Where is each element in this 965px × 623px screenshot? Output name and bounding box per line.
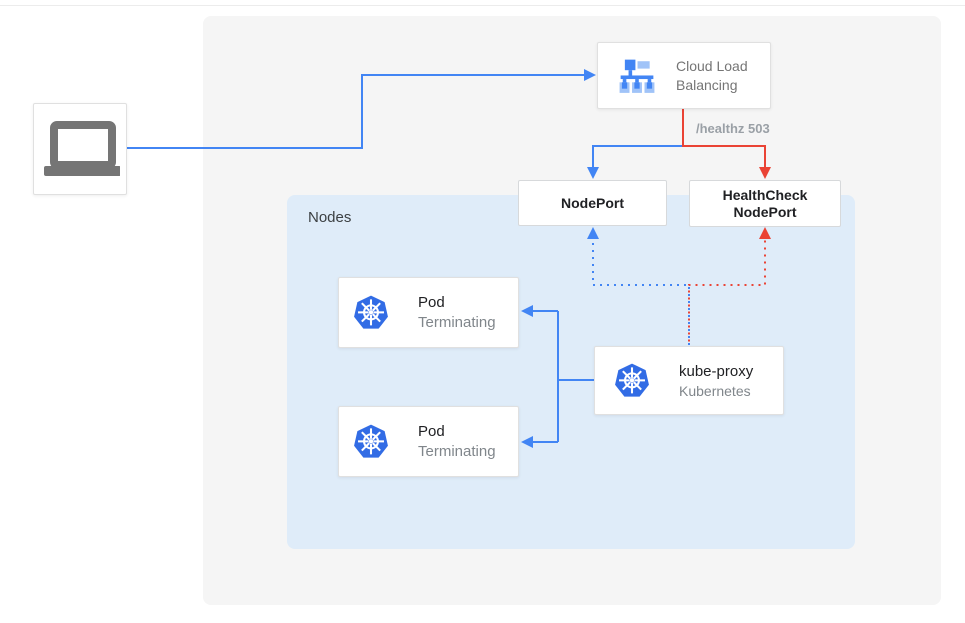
cloud-load-balancing-node: Cloud Load Balancing bbox=[597, 42, 771, 109]
kube-proxy-subtitle: Kubernetes bbox=[679, 382, 751, 399]
cloud-load-balancing-label: Cloud Load Balancing bbox=[676, 57, 748, 93]
healthz-503-label: /healthz 503 bbox=[696, 121, 770, 136]
pod-node-1: Pod Terminating bbox=[338, 277, 519, 348]
kubernetes-icon bbox=[352, 294, 390, 332]
kubernetes-icon bbox=[352, 423, 390, 461]
nodeport-node: NodePort bbox=[518, 180, 667, 226]
cloud-load-balancing-icon bbox=[618, 57, 656, 95]
top-divider bbox=[0, 5, 965, 6]
healthcheck-nodeport-label-line2: NodePort bbox=[733, 203, 797, 220]
nodeport-label: NodePort bbox=[561, 194, 624, 211]
healthcheck-nodeport-label-line1: HealthCheck bbox=[722, 186, 808, 203]
kubernetes-icon bbox=[613, 362, 651, 400]
pod-node-2: Pod Terminating bbox=[338, 406, 519, 477]
laptop-icon bbox=[40, 121, 120, 177]
client-node bbox=[33, 103, 127, 195]
pod-2-title: Pod bbox=[418, 423, 445, 440]
pod-1-status: Terminating bbox=[418, 314, 496, 331]
pod-2-status: Terminating bbox=[418, 443, 496, 460]
nodes-group-label: Nodes bbox=[308, 209, 352, 226]
kube-proxy-node: kube-proxy Kubernetes bbox=[594, 346, 784, 415]
pod-1-title: Pod bbox=[418, 294, 445, 311]
kube-proxy-title: kube-proxy bbox=[679, 362, 754, 380]
healthcheck-nodeport-node: HealthCheck NodePort bbox=[689, 180, 841, 227]
